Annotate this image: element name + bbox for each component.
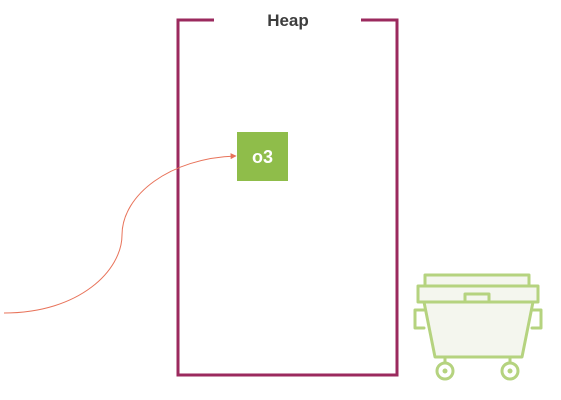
- dumpster-handle: [463, 292, 491, 304]
- dumpster-wheel-hub-right: [507, 368, 513, 374]
- heap-object-o3: o3: [237, 132, 288, 181]
- reference-arrow: [3, 153, 237, 314]
- heap-container: Heap: [176, 11, 399, 377]
- object-box: [237, 132, 288, 181]
- heap-title: Heap: [267, 11, 309, 30]
- dumpster-body: [422, 300, 535, 359]
- object-label: o3: [252, 147, 273, 167]
- dumpster-right-bracket: [530, 308, 543, 330]
- dumpster-wheel-hub-left: [442, 368, 448, 374]
- dumpster-left-bracket: [413, 308, 426, 330]
- dumpster-lid-top: [423, 273, 531, 288]
- dumpster-icon: [413, 273, 543, 381]
- heap-border: [176, 18, 399, 377]
